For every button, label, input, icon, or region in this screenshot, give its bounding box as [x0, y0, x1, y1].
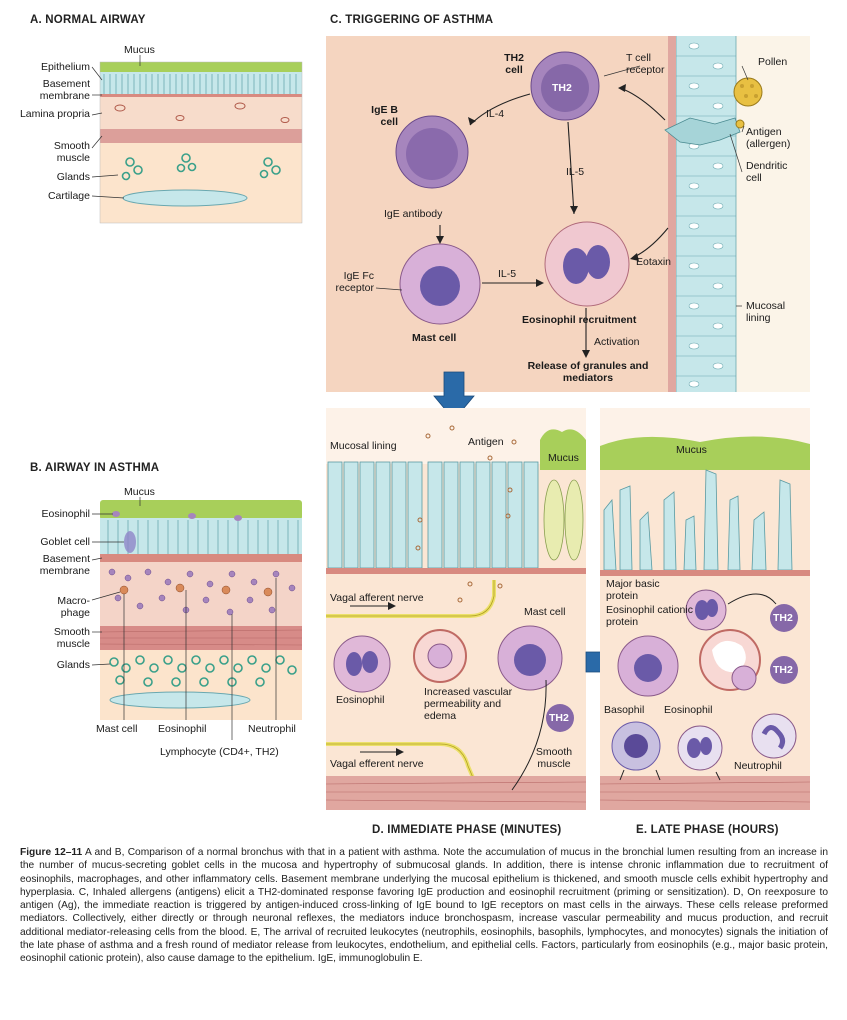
- label-e-th2a: TH2: [773, 612, 793, 624]
- label-d-mastcell: Mast cell: [524, 606, 566, 618]
- label-d-mucus: Mucus: [548, 452, 579, 464]
- label-e-eosinophil: Eosinophil: [664, 704, 713, 716]
- label-d-mucosal: Mucosal lining: [330, 440, 397, 452]
- label-c-ige-fc: IgE Fc receptor: [335, 270, 374, 294]
- panel-a-title: A. NORMAL AIRWAY: [30, 14, 146, 26]
- label-c-eos-recruit: Eosinophil recruitment: [522, 314, 637, 326]
- label-d-afferent: Vagal afferent nerve: [330, 592, 424, 604]
- label-a-glands: Glands: [56, 171, 90, 183]
- label-c-dendritic: Dendritic cell: [746, 160, 788, 184]
- label-e-mbp: Major basic protein: [606, 578, 660, 602]
- label-a-basement: Basement membrane: [39, 78, 90, 102]
- label-b-lymphocyte: Lymphocyte (CD4+, TH2): [160, 746, 279, 758]
- label-c-eotaxin: Eotaxin: [636, 256, 672, 268]
- label-b-eosinophil: Eosinophil: [41, 508, 90, 520]
- label-d-antigen: Antigen: [468, 436, 504, 448]
- panel-e-title: E. LATE PHASE (HOURS): [636, 824, 779, 836]
- label-d-th2: TH2: [549, 712, 569, 724]
- label-c-release: Release of granules and mediators: [527, 360, 649, 384]
- label-b-smooth: Smooth muscle: [53, 626, 90, 650]
- label-b-mucus: Mucus: [124, 486, 155, 498]
- label-e-ecp: Eosinophil cationic protein: [606, 604, 693, 628]
- label-c-antigen: Antigen (allergen): [746, 126, 791, 150]
- figure-caption: Figure 12–11 A and B, Comparison of a no…: [20, 846, 828, 966]
- label-b-basement: Basement membrane: [39, 553, 90, 577]
- label-c-activation: Activation: [594, 336, 640, 348]
- label-a-epithelium: Epithelium: [40, 61, 90, 73]
- label-b-macrophage: Macro-phage: [57, 595, 90, 619]
- label-b-eosinophil2: Eosinophil: [158, 723, 207, 735]
- label-b-glands: Glands: [56, 659, 90, 671]
- label-b-neutrophil: Neutrophil: [248, 723, 296, 735]
- label-b-mastcell: Mast cell: [96, 723, 138, 735]
- label-c-mastcell: Mast cell: [412, 332, 457, 344]
- label-c-il5-top: IL-5: [566, 166, 585, 178]
- label-e-neutrophil: Neutrophil: [734, 760, 782, 772]
- label-e-mucus: Mucus: [676, 444, 707, 456]
- panel-d-title: D. IMMEDIATE PHASE (MINUTES): [372, 824, 562, 836]
- label-d-vascular: Increased vascular permeability and edem…: [424, 686, 513, 722]
- label-c-il4: IL-4: [486, 108, 505, 120]
- label-c-ige-bcell: IgE B cell: [371, 104, 398, 128]
- panel-b-title: B. AIRWAY IN ASTHMA: [30, 462, 160, 474]
- label-e-th2b: TH2: [773, 664, 793, 676]
- label-a-lamina: Lamina propria: [19, 108, 90, 120]
- label-c-il5-mid: IL-5: [498, 268, 517, 280]
- label-b-goblet: Goblet cell: [40, 536, 90, 548]
- label-d-efferent: Vagal efferent nerve: [330, 758, 424, 770]
- label-c-pollen: Pollen: [758, 56, 788, 68]
- label-a-smooth: Smooth muscle: [53, 140, 90, 164]
- label-e-basophil: Basophil: [604, 704, 645, 716]
- label-c-tcr: T cell receptor: [626, 52, 665, 76]
- label-c-th2-cell: TH2 cell: [504, 52, 524, 76]
- label-c-ige-antibody: IgE antibody: [384, 208, 443, 220]
- label-d-eosinophil: Eosinophil: [336, 694, 385, 706]
- label-d-smooth: Smooth muscle: [535, 746, 573, 770]
- label-c-mucosal: Mucosal lining: [746, 300, 786, 324]
- label-a-mucus: Mucus: [124, 44, 155, 56]
- figure-caption-text: A and B, Comparison of a normal bronchus…: [20, 847, 828, 965]
- figure-number: Figure 12–11: [20, 847, 83, 858]
- label-a-cartilage: Cartilage: [47, 190, 90, 202]
- panel-c-title: C. TRIGGERING OF ASTHMA: [330, 14, 494, 26]
- label-c-th2-inner: TH2: [552, 82, 572, 94]
